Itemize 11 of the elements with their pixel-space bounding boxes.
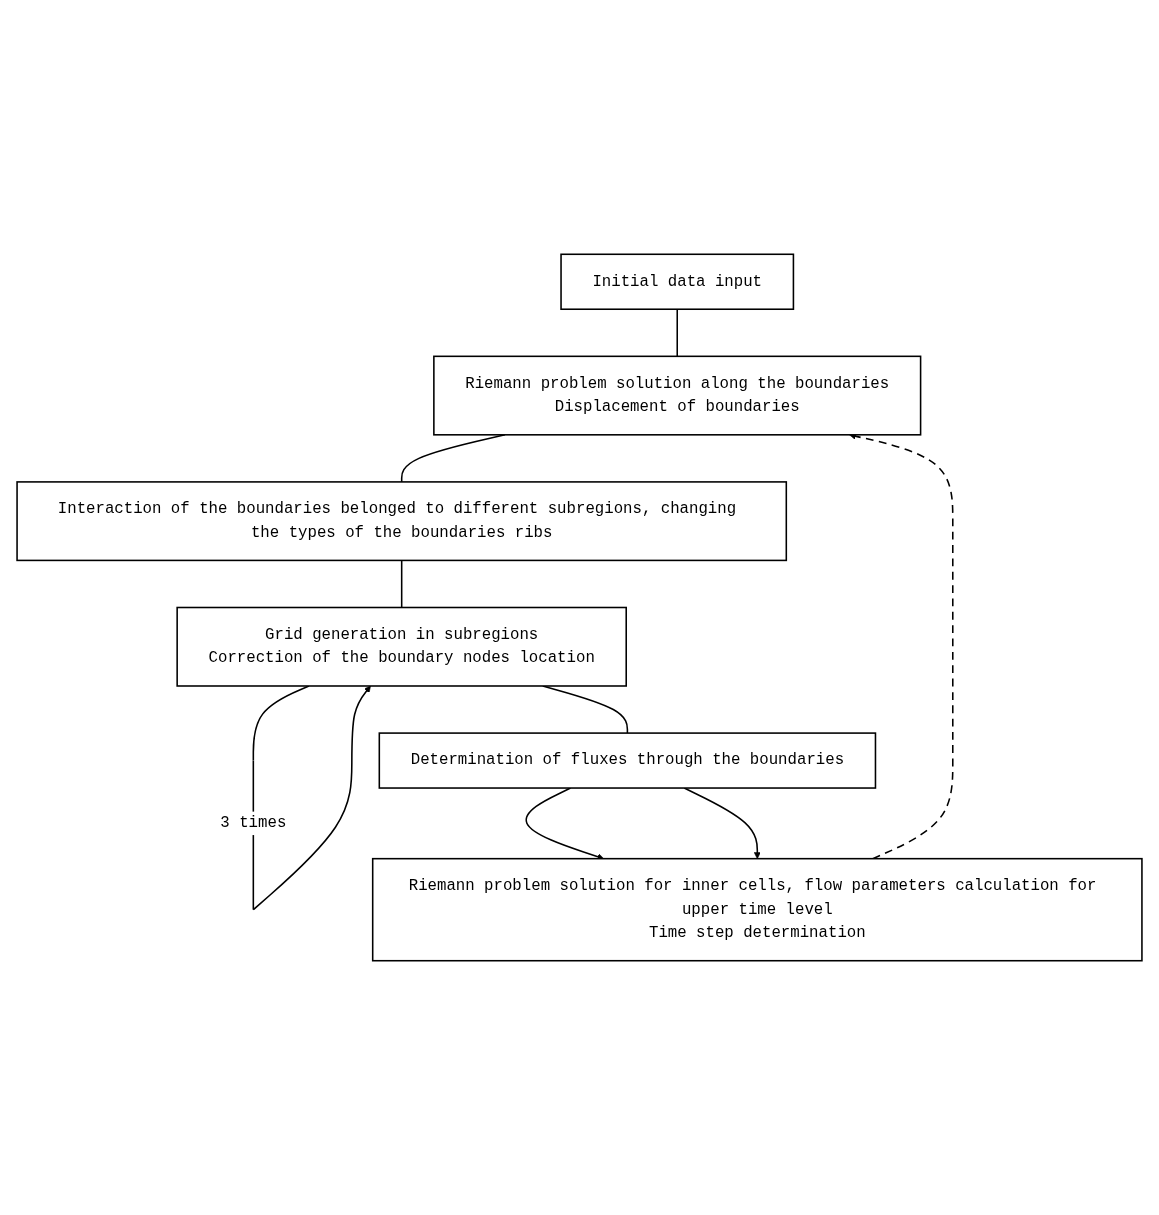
arrow <box>683 787 761 859</box>
node-box: Riemann problem solution along the boundaries Displacement of boundaries <box>433 355 922 436</box>
connector <box>400 559 403 609</box>
node-box: Determination of fluxes through the boundaries <box>378 732 877 789</box>
arrow <box>525 787 605 860</box>
edge-label: 3 times <box>220 813 287 832</box>
node-box: Riemann problem solution for inner cells, flow parameters calculation for upper time level Time step determination <box>371 857 1143 962</box>
node-box: Interaction of the boundaries belonged to different subregions, changing the types of the boundaries ribs <box>16 481 788 562</box>
node-box: Grid generation in subregions Correction of the boundary nodes location <box>176 606 627 687</box>
connector <box>676 308 678 358</box>
node-box: Initial data input <box>560 253 795 310</box>
